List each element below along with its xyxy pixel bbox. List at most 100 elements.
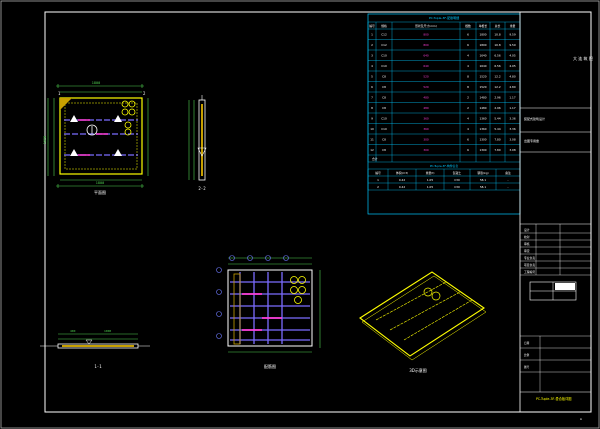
plan-view: 1800 1800 1620 [43,81,149,195]
table1-cell: 6 [467,43,469,47]
table1-cell: 12.2 [494,74,500,78]
table2-header-cell: 编号 [375,171,381,175]
table2-cell: C30 [454,185,460,189]
table1-cell: 2 [467,95,469,99]
table1-cell: 3 [371,53,373,57]
table1-cell: 4 [467,53,469,57]
table1-cell: 5.44 [494,116,500,120]
table1-cell: 1360 [479,116,486,120]
table1-header-cell: 编号 [369,24,375,28]
table1-cell: 6 [467,137,469,141]
table1-cell: 520 [423,85,429,89]
scale-label: 比例 [524,353,530,357]
section-2-2-view: 2-2 [188,95,207,191]
plan-view-label: 平面图 [94,189,106,195]
svg-text:1620: 1620 [43,136,47,144]
table2-cell: 1 [377,178,379,182]
table1-cell: 300 [423,137,429,141]
plan-section-mark-2: 2 [143,91,146,96]
table1-cell: 9.59 [509,32,515,36]
table1-cell: 9.59 [509,43,515,47]
table2-cell: 58.1 [480,185,486,189]
table1-cell: 8 [371,106,373,110]
table1-cell: C8 [382,137,386,141]
title-block-row-label: 项目负责 [524,263,535,267]
table1-cell: C8 [382,85,386,89]
table1-cell: 4.80 [509,74,515,78]
section-2-2-label: 2-2 [198,186,206,191]
table1-cell: 1800 [479,32,486,36]
table1-cell: 3.08 [509,148,515,152]
rebar-view-label: 配筋图 [264,363,276,369]
version-mark: A [580,417,582,421]
rebar-view: 配筋图 [216,255,321,369]
company-name: 大 连 筑 配 [573,55,593,61]
plan-slab-outline [59,97,143,175]
table1-cell: 800 [423,43,429,47]
table1-cell: 1300 [479,137,486,141]
table1-cell: 6 [467,148,469,152]
table1-cell: 2 [371,43,373,47]
table1-cell: 640 [423,64,429,68]
stamp-label: 出图专用章 [524,138,539,143]
table1-cell: 4.80 [509,85,515,89]
plan-section-mark-1: 1 [58,91,61,96]
table2-cell: 58.1 [480,178,486,182]
table1-cell: 10.8 [494,32,500,36]
svg-text:1800: 1800 [92,81,100,85]
table1-cell: 12 [370,148,374,152]
axon-view-label: 3D示意图 [409,367,427,373]
table1-cell: 7.80 [494,148,500,152]
table2-header-cell: 备注 [505,171,511,175]
section-1-1-label: 1-1 [94,364,102,369]
table1-cell: 6.56 [494,64,500,68]
table1-cell: 3.36 [509,116,515,120]
table1-cell: 2 [467,106,469,110]
table1-cell: 8 [467,74,469,78]
table1-cell: 7.80 [494,137,500,141]
table1-header-cell: 重量 [510,24,516,28]
title-block-row-label: 审核 [524,242,530,246]
table1-cell: C10 [381,127,387,131]
table2-header-cell: 混凝土 [453,171,462,175]
table1-cell: 11 [370,137,374,141]
table1-cell: 10.8 [494,43,500,47]
table1-cell: 6.56 [494,53,500,57]
title-block-row-label: 审定 [524,249,530,253]
table1-cell: 1640 [479,64,486,68]
table1-cell: 12.2 [494,85,500,89]
table1-cell: 9 [371,116,373,120]
table1-title: PC-Tuple-3F-配筋明细 [429,15,459,20]
table1-cell: 360 [423,116,429,120]
table1-cell: 4.05 [509,53,515,57]
svg-text:400: 400 [70,329,76,333]
table1-cell: 1520 [479,85,486,89]
table1-cell: 1360 [479,127,486,131]
table1-cell: 1800 [479,43,486,47]
table1-cell: 1480 [479,106,486,110]
table1-cell: 1640 [479,53,486,57]
drawing-frame-inner [44,11,592,413]
table1-cell: 1480 [479,95,486,99]
project-label: 装配式建筑设计 [524,116,545,121]
table1-cell: 360 [423,127,429,131]
table1-cell: C8 [382,95,386,99]
rebar-schedule-table: PC-Tuple-3F-配筋明细 编号规格形状及尺寸(mm)根数单根长总长重量1… [367,13,521,215]
sheet-name: PC-Tuple-3F-叠合板详图 [536,396,571,401]
table1-header-cell: 形状及尺寸(mm) [415,24,437,28]
table1-cell: 1520 [479,74,486,78]
table1-cell: 7 [371,95,373,99]
table1-cell: 1 [371,32,373,36]
table2-header-cell: 重量(t) [426,171,435,175]
table1-cell: 4 [467,64,469,68]
table1-cell: 6 [467,32,469,36]
table1-cell: 640 [423,53,429,57]
drawing-no-label: 图号 [524,365,530,369]
table1-cell: C8 [382,148,386,152]
table1-cell: 1300 [479,148,486,152]
section-1-1-view: 400 1000 1-1 [40,329,150,369]
table2-cell: 0.42 [399,178,405,182]
table1-cell: C10 [381,116,387,120]
